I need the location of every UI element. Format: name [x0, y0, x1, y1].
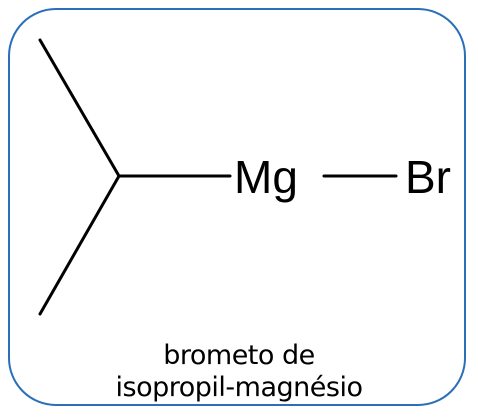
bond-lower-methyl	[38, 174, 121, 316]
bond-upper-methyl	[38, 38, 121, 178]
atom-br: Br	[405, 151, 451, 203]
atom-mg: Mg	[234, 151, 298, 203]
compound-name-line-1: brometo de	[163, 340, 315, 371]
diagram-frame	[8, 8, 466, 406]
compound-name-line-2: isopropil-magnésio	[115, 372, 363, 403]
compound-name: brometo de isopropil-magnésio	[0, 340, 478, 404]
